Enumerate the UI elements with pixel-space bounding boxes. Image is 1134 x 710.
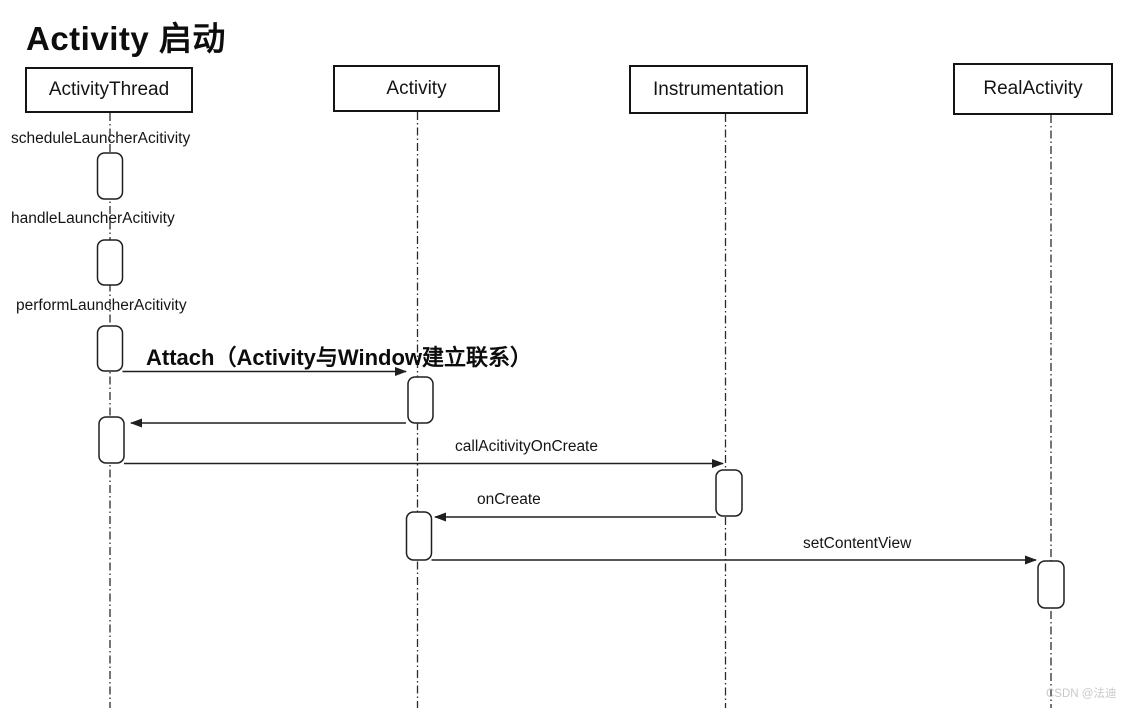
activation-activity-attach [407, 376, 434, 424]
activation-handle [96, 239, 124, 286]
page-title: Activity 启动 [26, 20, 226, 57]
message-handlelauncheracitivity: handleLauncherAcitivity [11, 210, 175, 227]
message-setcontentview: setContentView [803, 535, 912, 552]
message-schedulelauncheracitivity: scheduleLauncherAcitivity [11, 130, 191, 147]
csdn-watermark: CSDN @法迪 [1046, 688, 1117, 700]
activation-realactivity [1037, 560, 1065, 609]
activation-activity-oncreate [405, 511, 433, 561]
participant-realactivity: RealActivity [953, 63, 1113, 115]
message-callacitivityoncreate: callAcitivityOnCreate [455, 438, 598, 455]
activation-perform [96, 325, 124, 372]
message-attach: Attach（Activity与Window建立联系） [146, 345, 533, 370]
participant-instrumentation-label: Instrumentation [653, 78, 784, 100]
message-oncreate: onCreate [477, 491, 541, 508]
participant-activitythread-label: ActivityThread [48, 79, 170, 100]
participant-activity: Activity [333, 65, 500, 112]
activation-activitythread-oncreate [98, 416, 125, 464]
activation-instrumentation [715, 469, 743, 517]
participant-realactivity-label: RealActivity [983, 78, 1083, 99]
message-performlauncheracitivity: performLauncherAcitivity [16, 297, 187, 314]
participant-instrumentation: Instrumentation [629, 65, 808, 114]
participant-activity-label: Activity [386, 77, 447, 99]
participant-activitythread: ActivityThread [25, 67, 193, 113]
activation-schedule [96, 152, 124, 200]
